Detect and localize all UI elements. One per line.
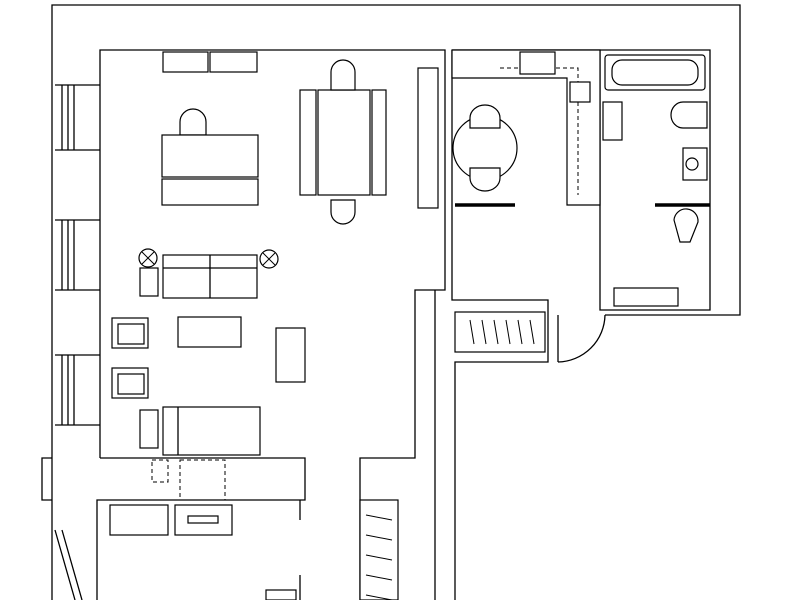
radiator bbox=[613, 287, 679, 307]
living-room-furniture bbox=[111, 51, 439, 501]
counter bbox=[451, 49, 601, 206]
wardrobe bbox=[359, 499, 399, 600]
sink bbox=[569, 81, 591, 103]
side-table bbox=[139, 267, 159, 297]
washing-machine bbox=[602, 101, 623, 141]
chair bbox=[179, 108, 207, 136]
lamp-icon bbox=[259, 249, 279, 269]
nightstand bbox=[139, 409, 159, 449]
bathroom bbox=[602, 54, 710, 307]
dining-table bbox=[317, 89, 371, 196]
lower-room bbox=[109, 500, 301, 600]
bench bbox=[299, 89, 317, 196]
chair bbox=[469, 104, 501, 129]
shelf bbox=[209, 51, 258, 73]
wardrobes bbox=[359, 311, 546, 600]
stove bbox=[519, 51, 556, 75]
chair bbox=[469, 167, 501, 192]
desk bbox=[161, 134, 259, 178]
chair bbox=[330, 199, 356, 225]
windows bbox=[54, 84, 100, 600]
lamp-icon bbox=[138, 248, 158, 268]
coffee-table bbox=[177, 316, 242, 348]
kitchen bbox=[451, 49, 601, 207]
bed bbox=[162, 406, 261, 456]
bench bbox=[161, 178, 259, 206]
chair bbox=[330, 59, 356, 91]
desk bbox=[109, 504, 169, 536]
wardrobe bbox=[454, 311, 546, 353]
bidet bbox=[673, 208, 699, 243]
armchair-seat bbox=[117, 323, 145, 345]
shelf bbox=[162, 51, 209, 73]
armchair-seat bbox=[117, 373, 145, 395]
tv-stand bbox=[275, 327, 306, 383]
door-swing bbox=[557, 314, 606, 363]
cabinet bbox=[417, 67, 439, 209]
bench bbox=[371, 89, 387, 196]
toilet bbox=[670, 101, 708, 129]
